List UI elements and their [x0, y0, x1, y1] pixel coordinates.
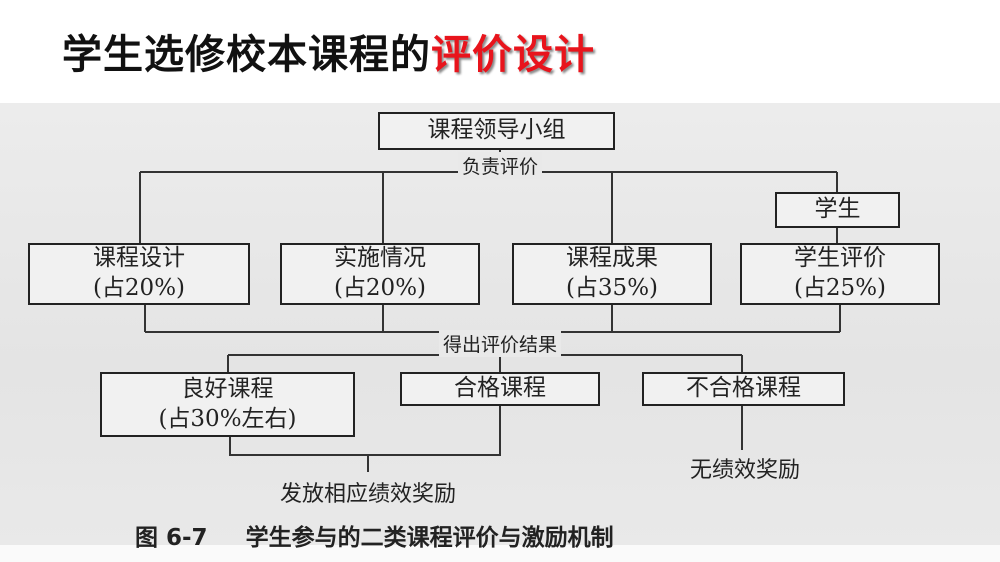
criteria-box-outcomes: 课程成果 (占35%)	[512, 243, 712, 305]
outcome-note: (占30%左右)	[158, 405, 297, 432]
photo-bottom-strip	[0, 545, 1000, 562]
outcome-box-pass: 合格课程	[400, 372, 600, 406]
criteria-name: 学生评价	[794, 245, 886, 272]
outcome-box-fail: 不合格课程	[642, 372, 845, 406]
criteria-name: 课程成果	[566, 245, 658, 272]
box-label: 学生	[814, 196, 861, 223]
no-reward-label: 无绩效奖励	[689, 458, 801, 483]
outcome-name: 良好课程	[181, 375, 274, 402]
criteria-name: 实施情况	[334, 245, 426, 272]
caption-number: 图 6-7	[135, 525, 208, 551]
leadership-group-box: 课程领导小组	[378, 112, 615, 150]
criteria-box-design: 课程设计 (占20%)	[28, 243, 250, 305]
result-label: 得出评价结果	[438, 330, 562, 357]
criteria-name: 课程设计	[93, 245, 185, 272]
box-label: 课程领导小组	[427, 117, 566, 144]
student-box: 学生	[775, 192, 900, 228]
criteria-weight: (占20%)	[333, 275, 427, 301]
criteria-weight: (占35%)	[565, 275, 659, 301]
title-red: 评价设计	[431, 32, 595, 78]
caption-text: 学生参与的二类课程评价与激励机制	[245, 525, 614, 551]
outcome-name: 不合格课程	[686, 375, 801, 402]
criteria-weight: (占20%)	[92, 275, 186, 301]
figure-caption: 图 6-7 学生参与的二类课程评价与激励机制	[135, 518, 614, 552]
outcome-box-good: 良好课程 (占30%左右)	[100, 372, 355, 437]
criteria-box-student-eval: 学生评价 (占25%)	[740, 243, 940, 305]
reward-label: 发放相应绩效奖励	[279, 482, 457, 507]
outcome-name: 合格课程	[454, 375, 546, 402]
responsible-label: 负责评价	[457, 152, 543, 179]
criteria-box-implementation: 实施情况 (占20%)	[280, 243, 480, 305]
criteria-weight: (占25%)	[793, 275, 887, 301]
title-black: 学生选修校本课程的	[62, 32, 431, 78]
slide-title: 学生选修校本课程的评价设计	[62, 22, 595, 80]
